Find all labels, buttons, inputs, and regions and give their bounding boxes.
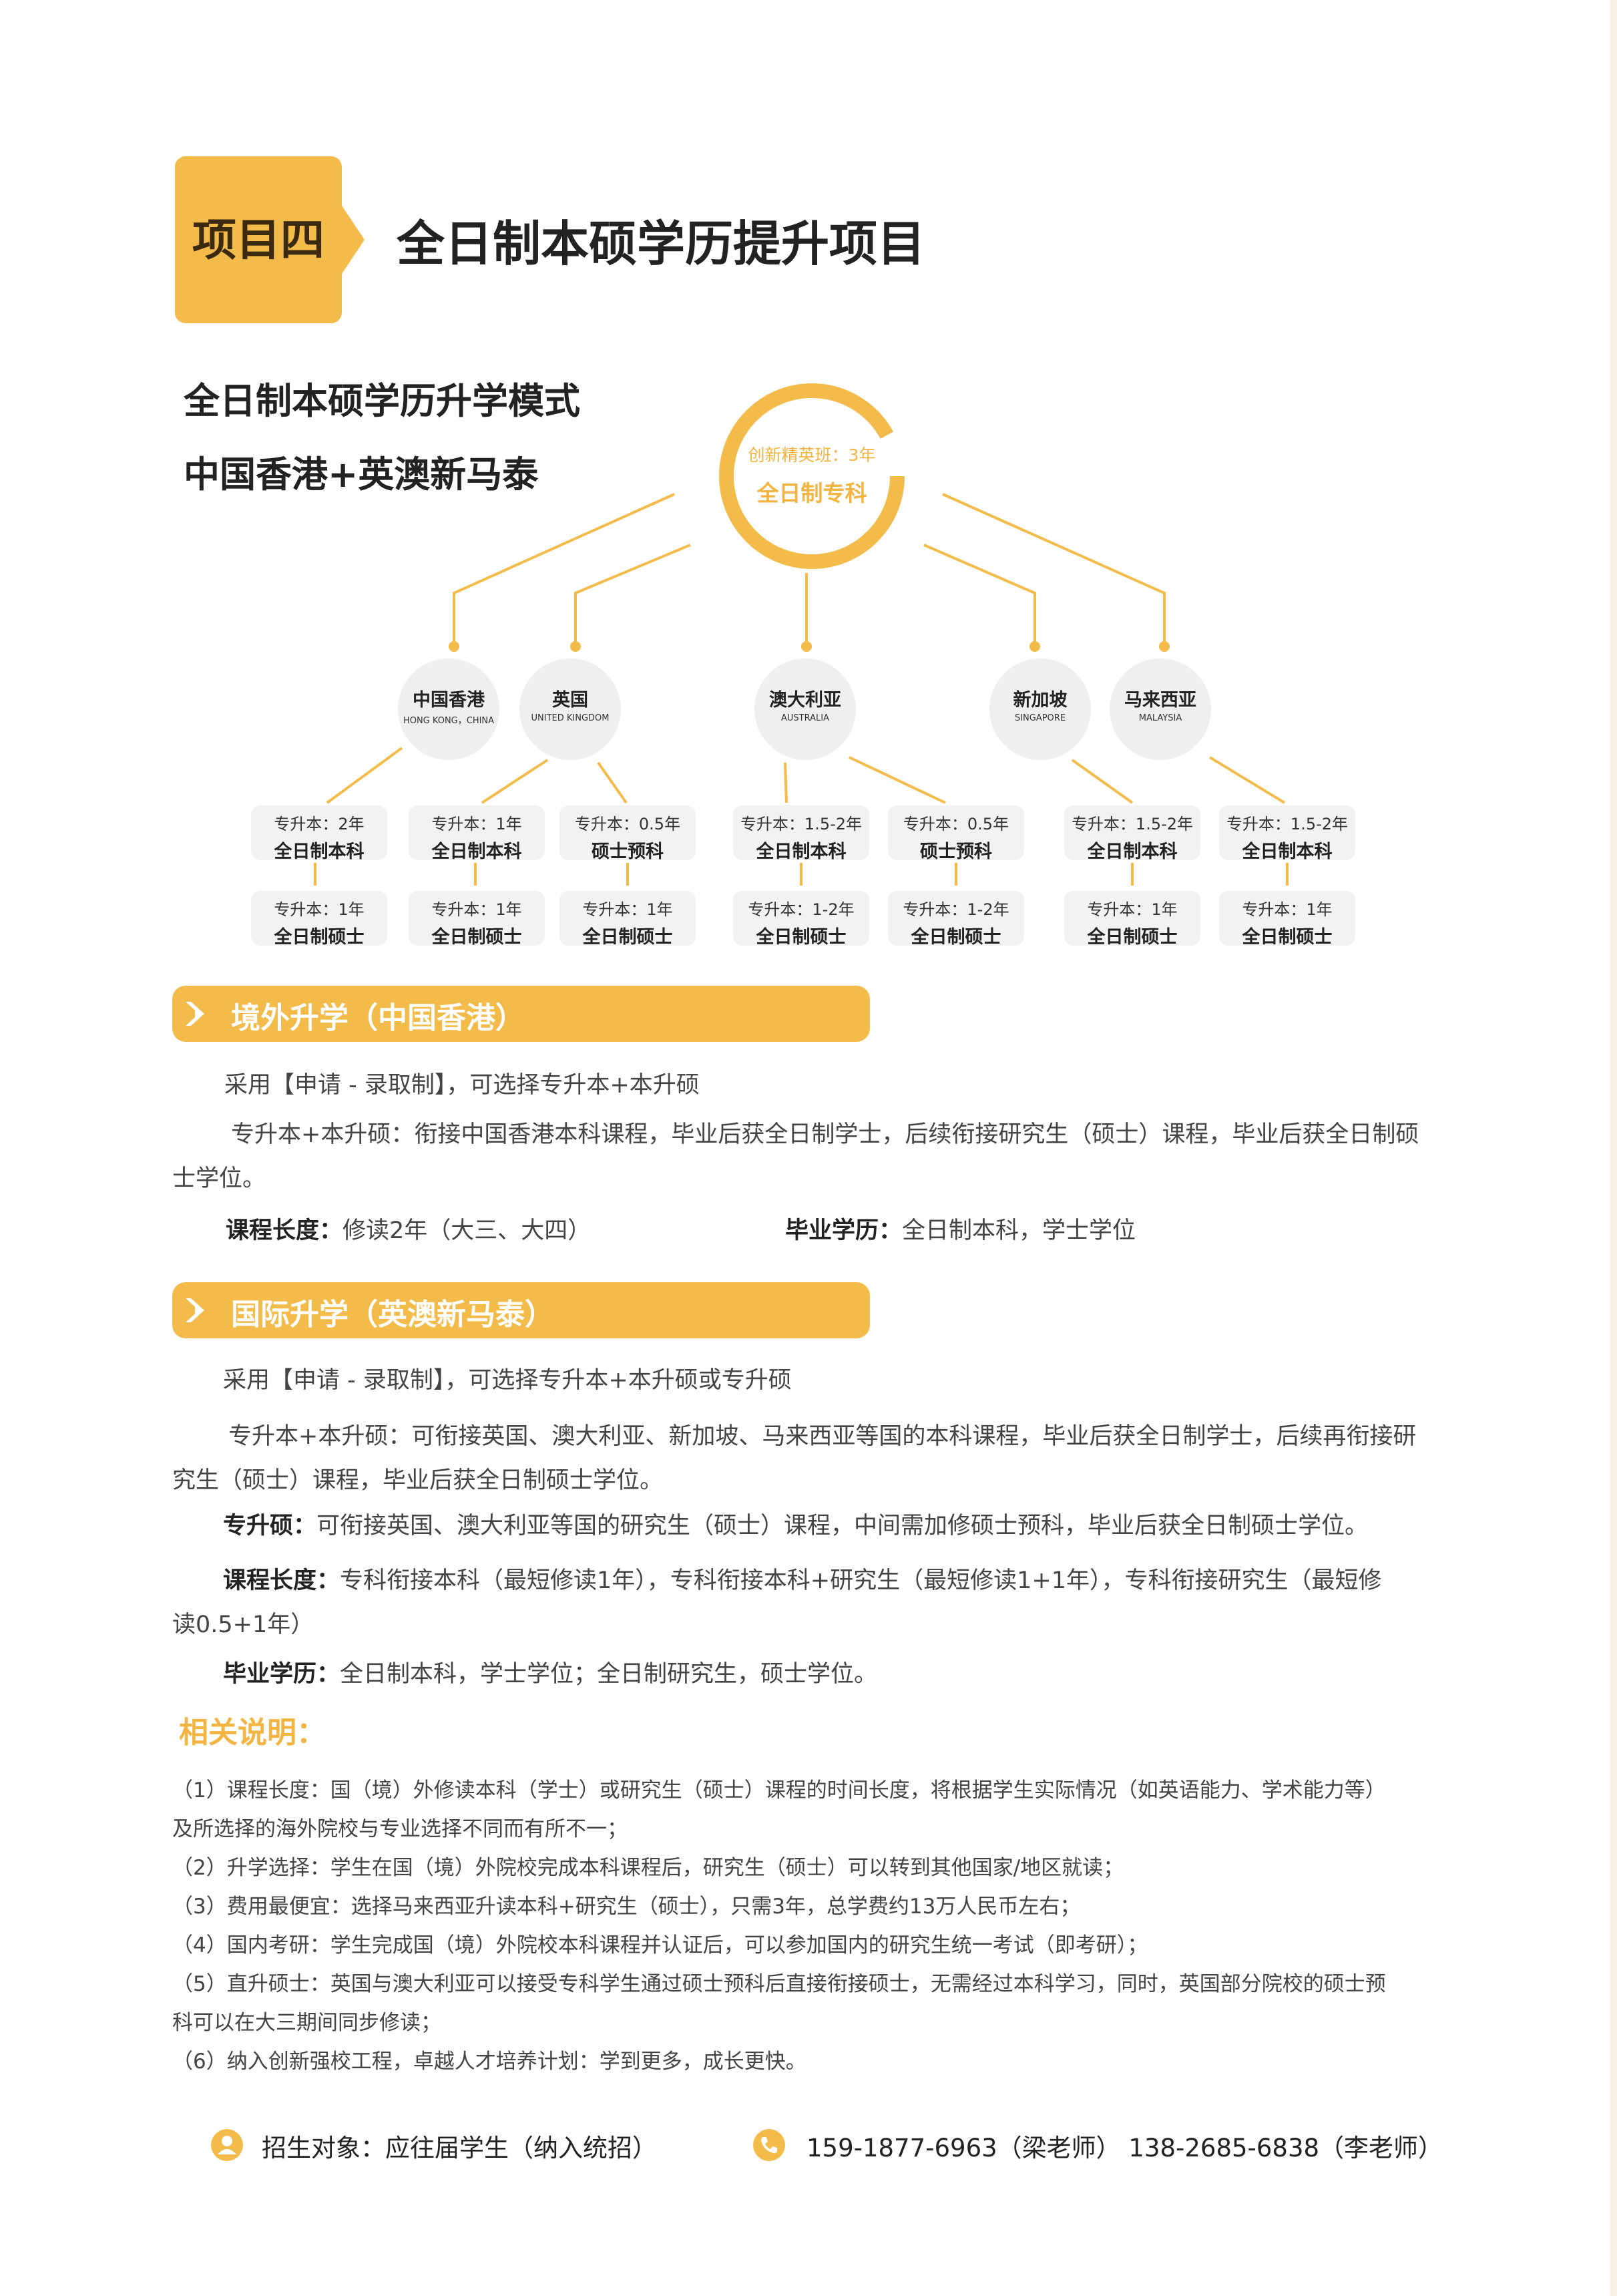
hk-pathway-desc-cont: 士学位。 [172, 1165, 266, 1192]
country-hong-kong-cn: 中国香港 [413, 690, 485, 711]
chevron-badge-icon [186, 1002, 204, 1026]
intl-course-length-cont: 读0.5+1年） [172, 1611, 314, 1638]
project-badge-arrow [336, 198, 365, 282]
pathway-box: 专升本：1.5-2年全日制本科 [1064, 805, 1200, 862]
pathway-box: 专升本：1年全日制硕士 [409, 891, 545, 948]
intl-master-path: 专升硕：可衔接英国、澳大利亚等国的研究生（硕士）课程，中间需加修硕士预科，毕业后… [223, 1513, 1369, 1539]
country-australia-en: AUSTRALIA [781, 713, 829, 723]
country-australia [754, 658, 856, 760]
intl-degree: 毕业学历：全日制本科，学士学位；全日制研究生，硕士学位。 [223, 1661, 878, 1688]
person-icon [211, 2129, 243, 2161]
country-uk [519, 658, 621, 760]
pathway-box: 专升本：0.5年硕士预科 [559, 805, 696, 862]
note-line: （4）国内考研：学生完成国（境）外院校本科课程并认证后，可以参加国内的研究生统一… [172, 1933, 1148, 1957]
intl-pathway-desc-cont: 究生（硕士）课程，毕业后获全日制硕士学位。 [172, 1467, 664, 1494]
hk-course-length: 课程长度：修读2年（大三、大四） [226, 1217, 592, 1244]
page-title: 全日制本硕学历提升项目 [397, 216, 926, 272]
pathway-box: 专升本：1.5-2年全日制本科 [733, 805, 869, 862]
note-line: 及所选择的海外院校与专业选择不同而有所不一； [172, 1817, 628, 1841]
hk-degree: 毕业学历：全日制本科，学士学位 [785, 1217, 1136, 1244]
intro-line-2: 中国香港+英澳新马泰 [184, 453, 539, 496]
pathway-box: 专升本：1-2年全日制硕士 [733, 891, 869, 948]
pathway-box: 专升本：1-2年全日制硕士 [888, 891, 1024, 948]
hk-pathway-desc: 专升本+本升硕：衔接中国香港本科课程，毕业后获全日制学士，后续衔接研究生（硕士）… [231, 1121, 1419, 1148]
pathway-box: 专升本：1年全日制硕士 [1219, 891, 1355, 948]
country-malaysia-en: MALAYSIA [1138, 713, 1182, 723]
pathway-box: 专升本：1.5-2年全日制本科 [1219, 805, 1355, 862]
country-hong-kong-en: HONG KONG，CHINA [403, 716, 495, 726]
chevron-badge-icon [186, 1298, 204, 1322]
country-australia-cn: 澳大利亚 [769, 690, 841, 711]
country-singapore-en: SINGAPORE [1014, 713, 1066, 723]
hk-apply-mode: 采用【申请 - 录取制】，可选择专升本+本升硕 [224, 1072, 700, 1099]
country-hong-kong [398, 658, 499, 760]
pathway-box: 专升本：1年全日制硕士 [251, 891, 387, 948]
section-bar-intl [172, 1282, 870, 1338]
country-singapore [989, 658, 1091, 760]
pathway-box: 专升本：1年全日制硕士 [1064, 891, 1200, 948]
note-line: 科可以在大三期间同步修读； [172, 2011, 441, 2035]
notes-title: 相关说明： [179, 1716, 326, 1750]
project-badge-label: 项目四 [192, 214, 324, 266]
section-title-intl: 国际升学（英澳新马泰） [231, 1298, 554, 1332]
note-line: （5）直升硕士：英国与澳大利亚可以接受专科学生通过硕士预科后直接衔接硕士，无需经… [172, 1972, 1386, 1996]
pathway-box: 专升本：1年全日制硕士 [559, 891, 696, 948]
section-title-hk: 境外升学（中国香港） [231, 1001, 525, 1035]
country-malaysia-cn: 马来西亚 [1124, 690, 1196, 711]
project-badge [175, 156, 342, 323]
country-uk-en: UNITED KINGDOM [531, 713, 610, 723]
phone-icon [753, 2129, 785, 2161]
hub-title: 全日制专科 [756, 480, 867, 506]
pathway-box: 专升本：2年全日制本科 [251, 805, 387, 862]
section-bar-hk [172, 986, 870, 1042]
intl-apply-mode: 采用【申请 - 录取制】，可选择专升本+本升硕或专升硕 [223, 1367, 792, 1394]
pathway-diagram-lines [314, 383, 1289, 886]
contact-phones: 159-1877-6963（梁老师） 138-2685-6838（李老师） [806, 2134, 1443, 2162]
intl-pathway-desc: 专升本+本升硕：可衔接英国、澳大利亚、新加坡、马来西亚等国的本科课程，毕业后获全… [228, 1423, 1417, 1450]
pathway-box: 专升本：1年全日制本科 [409, 805, 545, 862]
note-line: （2）升学选择：学生在国（境）外院校完成本科课程后，研究生（硕士）可以转到其他国… [172, 1856, 1124, 1880]
note-line: （6）纳入创新强校工程，卓越人才培养计划：学到更多，成长更快。 [172, 2050, 806, 2074]
intro-line-1: 全日制本硕学历升学模式 [184, 380, 580, 422]
note-line: （3）费用最便宜：选择马来西亚升读本科+研究生（硕士），只需3年，总学费约13万… [172, 1895, 1081, 1919]
note-line: （1）课程长度：国（境）外修读本科（学士）或研究生（硕士）课程的时间长度，将根据… [172, 1778, 1386, 1802]
intl-course-length: 课程长度：专科衔接本科（最短修读1年），专科衔接本科+研究生（最短修读1+1年）… [223, 1567, 1382, 1594]
page-edge-strip [1610, 0, 1617, 2296]
hub-duration: 创新精英班：3年 [748, 445, 876, 465]
country-uk-cn: 英国 [552, 690, 588, 711]
country-malaysia [1110, 658, 1211, 760]
country-singapore-cn: 新加坡 [1013, 690, 1068, 711]
enrollment-target: 招生对象：应往届学生（纳入统招） [262, 2134, 657, 2162]
pathway-box: 专升本：0.5年硕士预科 [888, 805, 1024, 862]
